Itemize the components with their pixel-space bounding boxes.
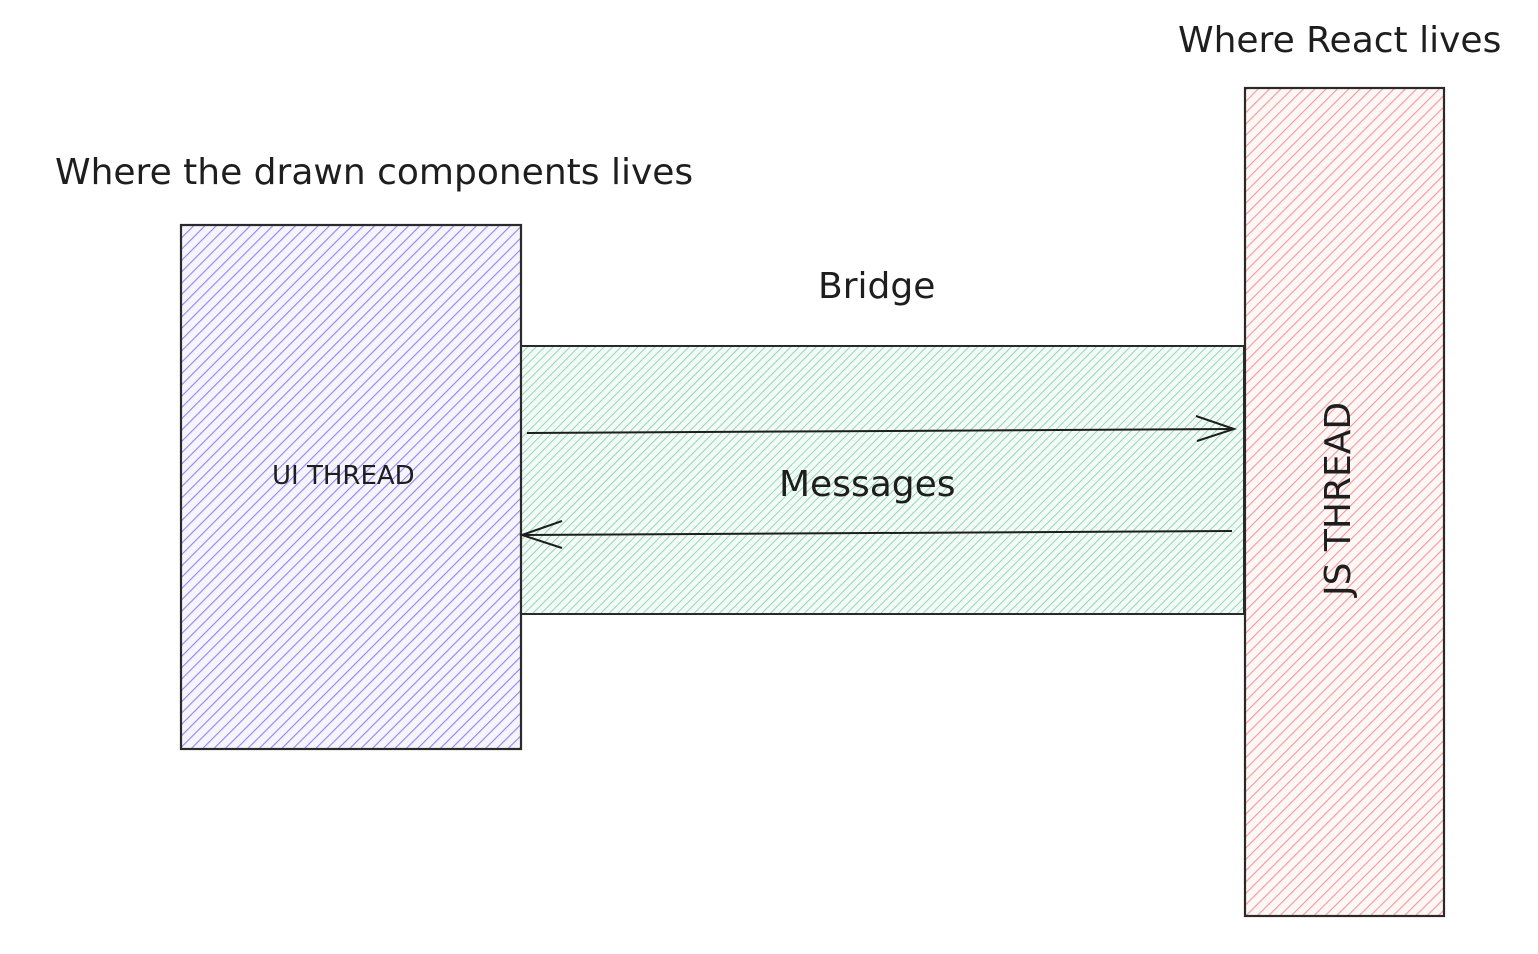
bridge-band bbox=[519, 345, 1245, 615]
ui-thread-box bbox=[179, 223, 523, 751]
arrow-js-to-ui bbox=[518, 520, 1233, 549]
arrow-ui-to-js bbox=[526, 415, 1238, 442]
react-area-caption: Where React lives bbox=[1178, 20, 1501, 61]
bridge-label: Bridge bbox=[818, 266, 935, 307]
js-thread-box bbox=[1243, 86, 1446, 918]
ui-thread-label: UI THREAD bbox=[272, 461, 415, 491]
ui-area-caption: Where the drawn components lives bbox=[55, 152, 693, 193]
messages-label: Messages bbox=[779, 464, 956, 505]
js-thread-label: JS THREAD bbox=[1318, 402, 1359, 598]
